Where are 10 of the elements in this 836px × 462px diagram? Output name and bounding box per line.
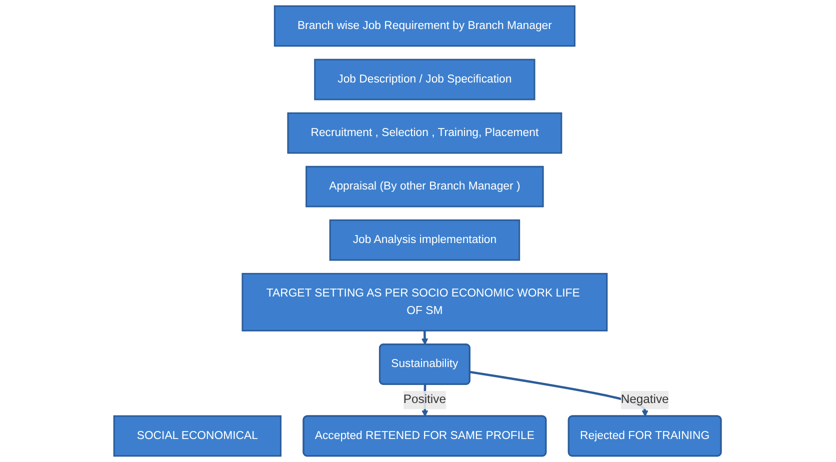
node-box: Job Description / Job Specification bbox=[314, 58, 536, 100]
node-box: SOCIAL ECONOMICAL bbox=[114, 415, 282, 457]
edge-label: Positive bbox=[404, 393, 446, 406]
arrow bbox=[422, 330, 429, 345]
node-box: Job Analysis implementation bbox=[330, 219, 521, 261]
node-box: Branch wise Job Requirement by Branch Manager bbox=[274, 5, 576, 47]
edge-label: Negative bbox=[621, 393, 670, 406]
node-box: Appraisal (By other Branch Manager ) bbox=[306, 166, 544, 208]
node-box: TARGET SETTING AS PER SOCIO ECONOMIC WORK LIFE OF SM bbox=[242, 272, 608, 332]
node-box: Recruitment , Selection , Training, Placement bbox=[288, 112, 563, 154]
